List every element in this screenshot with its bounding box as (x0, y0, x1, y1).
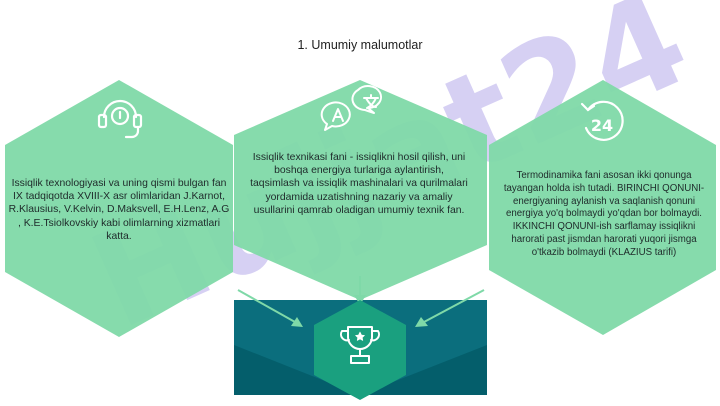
slide-title: 1. Umumiy malumotlar (297, 38, 423, 52)
arrow-left (237, 289, 296, 323)
arrow-left-head (291, 317, 303, 327)
left-hexagon-text: Issiqlik texnologiyasi va uning qismi bu… (8, 178, 230, 242)
arrow-right-head (415, 317, 428, 327)
middle-hexagon-text: Issiqlik texnikasi fani - issiqlikni hos… (250, 152, 468, 216)
center-base-shadow (234, 345, 487, 395)
arrow-right (423, 289, 485, 323)
24-hours-icon: 24 (580, 100, 624, 141)
trophy-icon (339, 326, 381, 364)
hexagon-left (5, 80, 233, 337)
hexagon-middle (234, 80, 487, 300)
translate-icon (320, 85, 383, 131)
svg-text:24: 24 (591, 116, 613, 135)
headset-icon (97, 99, 143, 139)
right-hexagon-text: Termodinamika fani asosan ikki qonunga t… (503, 170, 705, 258)
hexagon-right (489, 80, 716, 335)
